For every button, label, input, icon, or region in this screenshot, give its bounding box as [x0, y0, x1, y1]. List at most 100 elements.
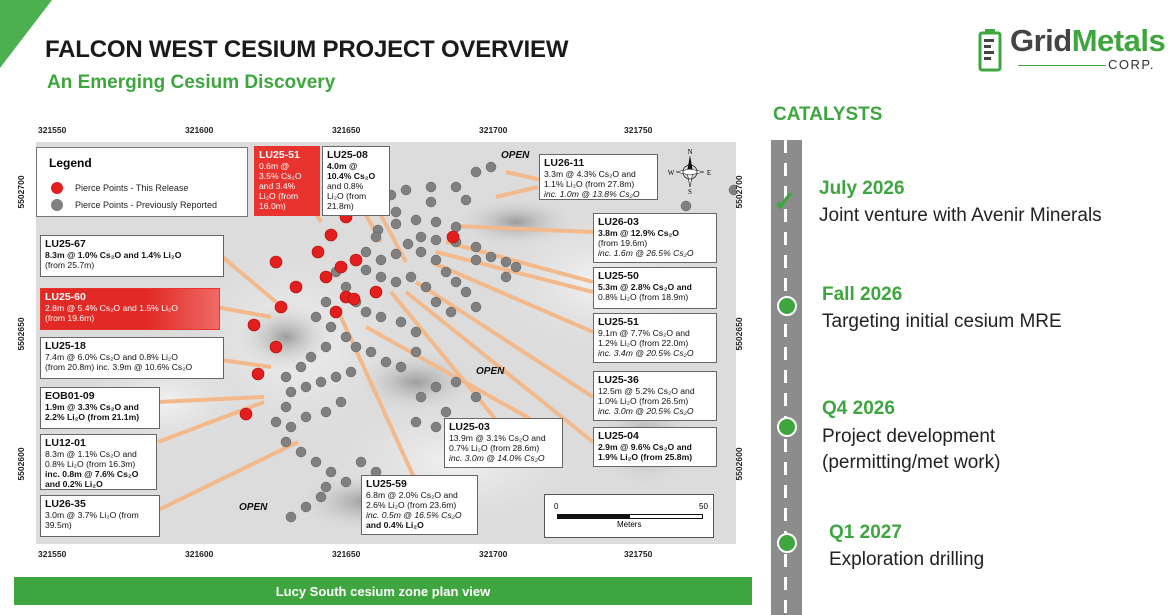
pierce-point-previous — [375, 311, 387, 323]
open-label: OPEN — [239, 502, 268, 513]
intercept-line: inc. 1.0m @ 13.8% Cs₂O — [544, 189, 640, 200]
x-tick-bottom: 321750 — [624, 549, 653, 559]
callout-lu25-18: LU25-18 7.4m @ 6.0% Cs₂O and 0.8% Li₂O (… — [40, 337, 224, 379]
leader-line — [153, 440, 299, 514]
intercept-line: 2.8m @ 5.4% Cs₂O and 1.5% Li₂O — [45, 303, 178, 314]
red-dot-icon — [51, 182, 63, 194]
pierce-point-previous — [315, 376, 327, 388]
milestone-text: Project development (permitting/met work… — [822, 426, 1001, 473]
intercept-line: 7.4m @ 6.0% Cs₂O and 0.8% Li₂O — [45, 352, 178, 363]
intercept-line: 0.6m @ — [259, 161, 290, 172]
pierce-point-previous — [425, 196, 437, 208]
pierce-point-this-release — [251, 367, 265, 381]
pierce-point-previous — [680, 200, 692, 212]
pierce-point-this-release — [347, 292, 361, 306]
x-tick-bottom: 321650 — [332, 549, 361, 559]
pierce-point-this-release — [269, 340, 283, 354]
x-tick-bottom: 321600 — [185, 549, 214, 559]
intercept-line: 10.4% Cs₂O — [327, 171, 376, 182]
hole-id: LU25-51 — [259, 149, 300, 161]
pierce-point-previous — [375, 254, 387, 266]
intercept-line: 9.1m @ 7.7% Cs₂O and — [598, 328, 690, 339]
pierce-point-previous — [325, 321, 337, 333]
intercept-line: 1.0% Li₂O (from 26.5m) — [598, 396, 689, 407]
leader-line — [453, 224, 594, 234]
intercept-line: (from 20.8m) inc. 3.9m @ 10.6% Cs₂O — [45, 362, 193, 373]
intercept-line: 1.1% Li₂O (from 27.8m) — [544, 179, 635, 190]
pierce-point-this-release — [446, 230, 460, 244]
pierce-point-previous — [280, 436, 292, 448]
hole-id: EOB01-09 — [45, 390, 95, 402]
hole-id: LU26-11 — [544, 157, 585, 169]
pierce-point-previous — [445, 306, 457, 318]
pierce-point-previous — [295, 446, 307, 458]
pierce-point-previous — [420, 281, 432, 293]
hole-id: LU25-60 — [45, 291, 86, 303]
pierce-point-this-release — [324, 228, 338, 242]
pierce-point-previous — [330, 371, 342, 383]
milestone-date: Fall 2026 — [822, 284, 903, 305]
pierce-point-previous — [390, 248, 402, 260]
scale-end-label: 50 — [699, 502, 708, 511]
callout-lu26-35: LU26-35 3.0m @ 3.7% Li₂O (from 39.5m) — [40, 495, 160, 537]
pierce-point-previous — [415, 246, 427, 258]
pierce-point-previous — [485, 251, 497, 263]
intercept-line: 13.9m @ 3.1% Cs₂O and — [449, 433, 546, 444]
hole-id: LU25-04 — [598, 430, 639, 442]
pierce-point-this-release — [349, 253, 363, 267]
pierce-point-previous — [280, 371, 292, 383]
callout-eob01-09: EOB01-09 1.9m @ 3.3% Cs₂O and 2.2% Li₂O … — [40, 387, 160, 429]
pierce-point-previous — [350, 341, 362, 353]
pierce-point-previous — [380, 356, 392, 368]
pierce-point-previous — [410, 326, 422, 338]
intercept-line: 4.0m @ — [327, 161, 358, 172]
hole-id: LU25-50 — [598, 270, 639, 282]
intercept-line: 0.8% Li₂O (from 16.3m) — [45, 459, 136, 470]
pierce-point-previous — [340, 331, 352, 343]
pierce-point-previous — [360, 246, 372, 258]
pierce-points-layer — [239, 161, 736, 523]
hole-id: LU25-08 — [327, 149, 368, 161]
pierce-point-previous — [450, 181, 462, 193]
pierce-point-previous — [430, 381, 442, 393]
intercept-line: 2.9m @ 9.6% Cs₂O and — [598, 442, 692, 453]
pierce-point-previous — [390, 276, 402, 288]
leader-line — [404, 290, 595, 444]
x-tick-bottom: 321700 — [479, 549, 508, 559]
page-title: FALCON WEST CESIUM PROJECT OVERVIEW — [45, 36, 569, 63]
north-arrow-compass-icon: N S W E — [668, 148, 711, 195]
pierce-point-this-release — [289, 280, 303, 294]
pierce-point-previous — [285, 511, 297, 523]
intercept-line: and 0.4% Li₂O — [366, 520, 424, 531]
svg-text:E: E — [707, 169, 711, 177]
scale-bar-graphic — [557, 514, 703, 519]
intercept-line: 0.7% Li₂O (from 28.6m) — [449, 443, 540, 454]
pierce-point-previous — [320, 406, 332, 418]
leader-line — [414, 280, 595, 399]
scale-bar: 0 50 Meters — [544, 494, 714, 538]
pierce-point-previous — [325, 466, 337, 478]
leader-line — [430, 260, 594, 334]
pierce-point-previous — [360, 264, 372, 276]
intercept-line: inc. 0.5m @ 16.5% Cs₂O — [366, 510, 462, 521]
intercept-line: inc. 3.0m @ 20.5% Cs₂O — [598, 406, 694, 417]
pierce-point-previous — [470, 391, 482, 403]
logo-metals-text: Metals — [1071, 23, 1166, 58]
callout-lu25-51-top: LU25-51 0.6m @ 3.5% Cs₂O and 3.4% Li₂O (… — [254, 146, 320, 216]
leader-line — [495, 185, 539, 199]
pierce-point-previous — [450, 376, 462, 388]
pierce-point-previous — [470, 241, 482, 253]
pierce-point-previous — [310, 311, 322, 323]
pierce-point-previous — [315, 491, 327, 503]
intercept-line: 2.6% Li₂O (from 23.6m) — [366, 500, 457, 511]
map-legend: Legend Pierce Points - This Release Pier… — [36, 147, 248, 217]
grey-dot-icon — [51, 199, 63, 211]
map-canvas: Legend Pierce Points - This Release Pier… — [36, 142, 736, 544]
pierce-point-previous — [390, 218, 402, 230]
leader-line — [365, 325, 537, 424]
callout-lu26-03: LU26-03 3.8m @ 12.9% Cs₂O (from 19.6m) i… — [593, 213, 717, 263]
hole-id: LU25-67 — [45, 238, 86, 250]
intercept-line: inc. 0.8m @ 7.6% Cs₂O — [45, 469, 139, 480]
intercept-line: 39.5m) — [45, 520, 72, 531]
pierce-point-previous — [430, 234, 442, 246]
